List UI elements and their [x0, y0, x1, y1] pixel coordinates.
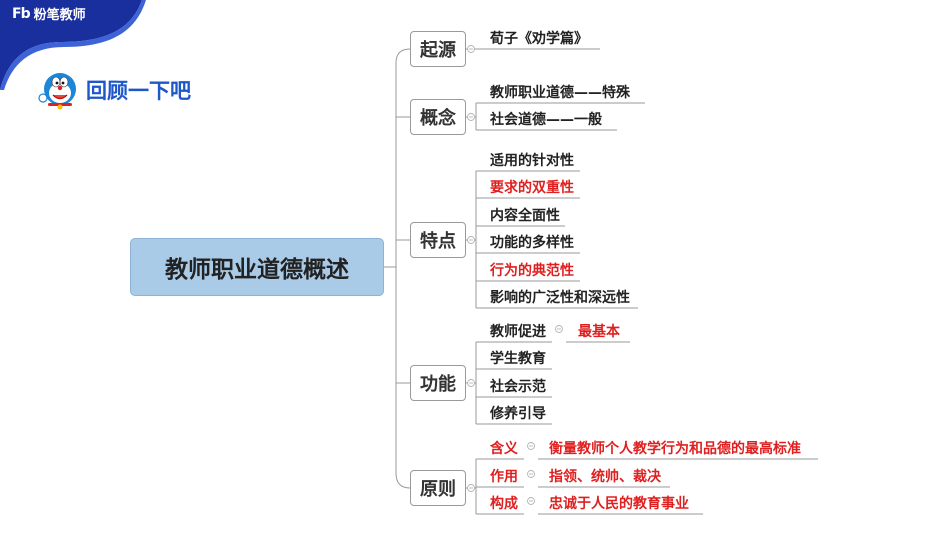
category-principles: 原则 — [410, 470, 466, 506]
doraemon-mascot-icon — [38, 73, 76, 110]
brand-logo: Fb — [12, 5, 31, 22]
principle-detail: 指领、统帅、裁决 — [549, 469, 661, 485]
category-functions: 功能 — [410, 365, 466, 401]
function-item: 社会示范 — [490, 379, 546, 395]
review-header: 回顾一下吧 — [38, 68, 191, 112]
function-item: 修养引导 — [490, 406, 546, 422]
feature-item-highlight: 行为的典范性 — [490, 263, 574, 279]
feature-item: 功能的多样性 — [490, 235, 574, 251]
concept-item: 教师职业道德——特殊 — [490, 85, 630, 101]
origin-item: 荀子《劝学篇》 — [490, 31, 588, 47]
feature-item-highlight: 要求的双重性 — [490, 180, 574, 196]
category-concept: 概念 — [410, 99, 466, 135]
function-item: 教师促进 — [490, 324, 546, 340]
principle-label: 作用 — [490, 469, 518, 485]
review-title: 回顾一下吧 — [86, 79, 191, 103]
feature-item: 内容全面性 — [490, 208, 560, 224]
category-origin: 起源 — [410, 31, 466, 67]
principle-label: 含义 — [490, 441, 518, 457]
concept-item: 社会道德——一般 — [490, 112, 602, 128]
category-features: 特点 — [410, 222, 466, 258]
brand-corner-shape — [0, 0, 146, 90]
brand-name: 粉笔教师 — [33, 8, 86, 23]
function-item: 学生教育 — [490, 351, 546, 367]
principle-label: 构成 — [490, 496, 518, 512]
brand: Fb 粉笔教师 — [12, 4, 86, 24]
feature-item: 影响的广泛性和深远性 — [490, 290, 630, 306]
principle-detail: 衡量教师个人教学行为和品德的最高标准 — [549, 441, 801, 457]
function-basic-note: 最基本 — [578, 324, 620, 340]
mindmap-root: 教师职业道德概述 — [130, 238, 384, 296]
feature-item: 适用的针对性 — [490, 153, 574, 169]
principle-detail: 忠诚于人民的教育事业 — [549, 496, 689, 512]
